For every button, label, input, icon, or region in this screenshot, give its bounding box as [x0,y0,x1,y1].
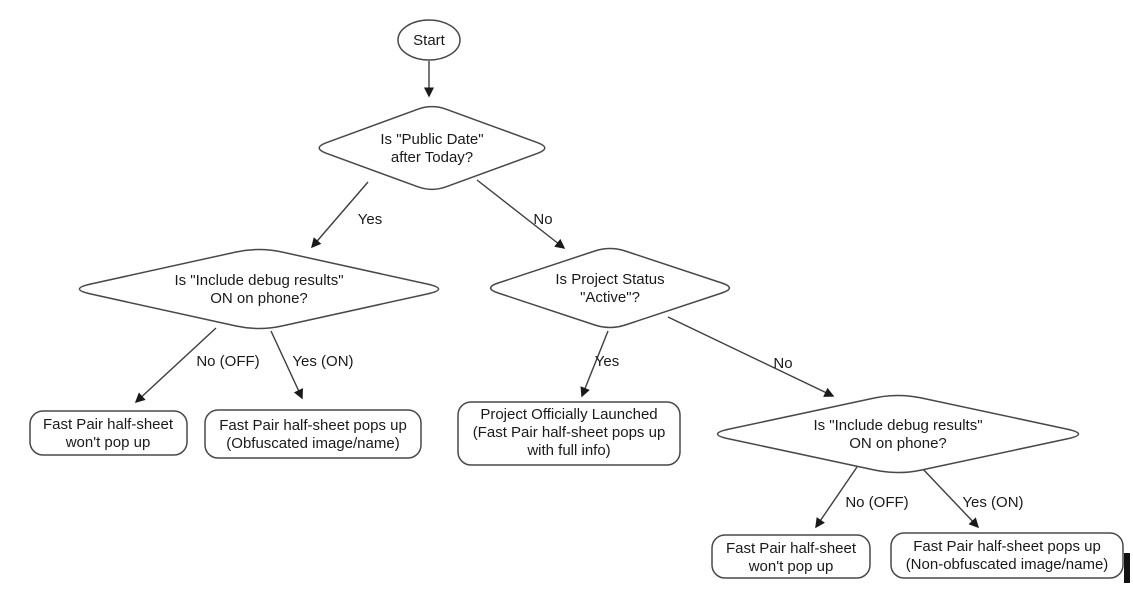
outcome-wont-popup-right: Fast Pair half-sheet won't pop up [711,534,871,579]
status-line2: "Active"? [580,289,640,306]
edge-label-yes-top: Yes [358,211,382,228]
edge-label-no-top: No [533,211,552,228]
wont-popup-right-line1: Fast Pair half-sheet [726,540,857,557]
non-obfuscated-box [890,532,1124,579]
wont-popup-left-line2: won't pop up [65,434,151,451]
obfuscated-box [204,409,422,459]
debug-right-diamond [716,394,1080,474]
decision-include-debug-left: Is "Include debug results" ON on phone? [78,248,440,330]
non-obfuscated-line1: Fast Pair half-sheet pops up [913,538,1101,555]
outcome-launched: Project Officially Launched (Fast Pair h… [457,401,681,466]
edge-status-yes [580,330,609,398]
edges [134,61,980,529]
public-date-diamond [318,105,546,191]
obfuscated-line2: (Obfuscated image/name) [226,435,399,452]
edge-status-no [667,316,835,397]
status-diamond [489,247,731,329]
wont-popup-right-box [711,534,871,579]
obfuscated-line1: Fast Pair half-sheet pops up [219,417,407,434]
edge-label-no-status: No [773,355,792,372]
debug-left-line2: ON on phone? [210,290,308,307]
decision-project-status: Is Project Status "Active"? [489,247,731,329]
decision-public-date: Is "Public Date" after Today? [318,105,546,191]
launched-line3: with full info) [526,442,610,459]
start-ellipse [397,19,461,61]
wont-popup-left-line1: Fast Pair half-sheet [43,416,174,433]
outcome-non-obfuscated: Fast Pair half-sheet pops up (Non-obfusc… [890,532,1124,579]
non-obfuscated-line2: (Non-obfuscated image/name) [906,556,1109,573]
debug-left-line1: Is "Include debug results" [174,272,343,289]
wont-popup-left-box [29,410,188,456]
launched-line2: (Fast Pair half-sheet pops up [473,424,666,441]
edge-label-yes-status: Yes [595,353,619,370]
launched-line1: Project Officially Launched [480,406,657,423]
edge-debug-left-no-off [134,327,217,404]
launched-box [457,401,681,466]
public-date-line2: after Today? [391,149,473,166]
wont-popup-right-line2: won't pop up [748,558,834,575]
edge-debug-right-yes-on [920,466,980,529]
edge-label-no-off-left: No (OFF) [196,353,259,370]
debug-left-diamond [78,248,440,330]
public-date-line1: Is "Public Date" [380,131,483,148]
edge-debug-left-yes-on [270,330,303,400]
decision-include-debug-right: Is "Include debug results" ON on phone? [716,394,1080,474]
text-cursor-artifact [1124,553,1130,583]
status-line1: Is Project Status [555,271,664,288]
edge-label-yes-on-left: Yes (ON) [292,353,353,370]
edge-public-date-no [476,179,566,249]
edge-labels: Yes No No (OFF) Yes (ON) Yes No No (OFF)… [196,211,1023,511]
outcome-wont-popup-left: Fast Pair half-sheet won't pop up [29,410,188,456]
debug-right-line1: Is "Include debug results" [813,417,982,434]
edge-label-no-off-right: No (OFF) [845,494,908,511]
outcome-obfuscated: Fast Pair half-sheet pops up (Obfuscated… [204,409,422,459]
edge-label-yes-on-right: Yes (ON) [962,494,1023,511]
node-start: Start [397,19,461,61]
debug-right-line2: ON on phone? [849,435,947,452]
start-label: Start [413,32,446,49]
edge-debug-right-no-off [815,466,858,529]
edge-public-date-yes [311,181,369,249]
